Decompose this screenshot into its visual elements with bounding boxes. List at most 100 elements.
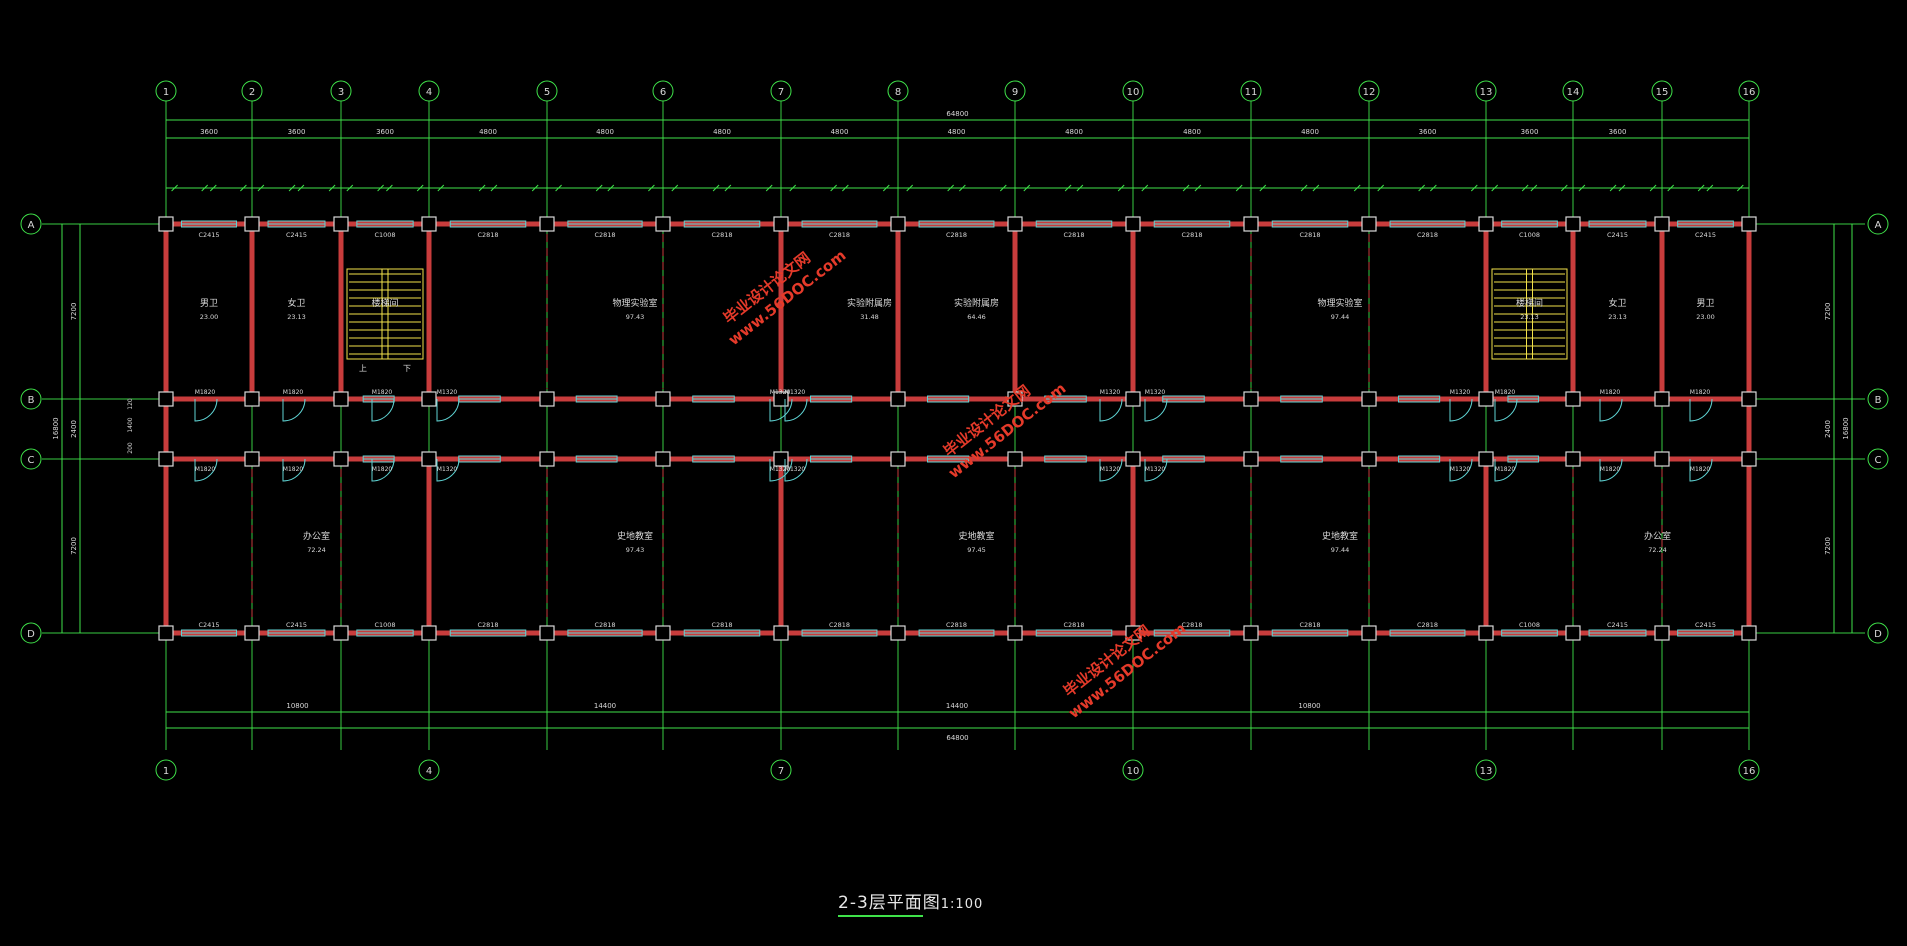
room-name: 物理实验室 xyxy=(1317,297,1362,309)
dim-bay-top: 4800 xyxy=(1183,128,1201,136)
axis-bubble-bottom-circle xyxy=(1738,759,1760,781)
dim-side-small: 120 xyxy=(127,398,134,410)
window-label-bottom: C2818 xyxy=(1063,621,1084,629)
dim-tick xyxy=(648,184,655,192)
axis-bubble-bottom-circle xyxy=(1122,759,1144,781)
axis-bubble-right-label: C xyxy=(1875,455,1882,466)
dim-side-part: 7200 xyxy=(70,303,78,321)
dim-side-total: 16800 xyxy=(1842,417,1850,439)
column xyxy=(773,451,789,467)
room-area: 64.46 xyxy=(967,313,986,321)
column xyxy=(1741,451,1757,467)
dim-tick xyxy=(1418,184,1426,192)
dim-tick xyxy=(671,184,679,192)
axis-bubble-right-circle xyxy=(1867,213,1889,235)
axis-bubble-bottom-label: 7 xyxy=(778,766,784,777)
axis-bubble-top-circle xyxy=(770,80,792,102)
dim-tick xyxy=(1312,184,1320,192)
door-c xyxy=(282,458,306,482)
stair-up-label: 上 xyxy=(359,364,367,373)
axis-bubble-top-label: 16 xyxy=(1743,87,1756,98)
column xyxy=(333,216,349,232)
dim-overall-top: 64800 xyxy=(946,110,968,118)
door-b xyxy=(1144,398,1168,422)
column xyxy=(1007,451,1023,467)
door-label-c: M1820 xyxy=(195,466,216,473)
room-area: 23.00 xyxy=(200,313,219,321)
axis-bubble-top-label: 14 xyxy=(1567,87,1580,98)
room-area: 23.00 xyxy=(1696,313,1715,321)
grid-axes xyxy=(42,100,1865,750)
window-label-bottom: C2818 xyxy=(1181,621,1202,629)
dim-bay-bottom: 14400 xyxy=(946,702,968,710)
walls xyxy=(163,221,1752,636)
dim-tick xyxy=(1697,184,1705,192)
axis-bubble-bottom-label: 4 xyxy=(426,766,432,777)
door-label-b: M1820 xyxy=(372,389,393,396)
room-name: 实验附属房 xyxy=(954,297,999,309)
column xyxy=(539,391,555,407)
door-b xyxy=(1599,398,1623,422)
dim-tick xyxy=(478,184,486,192)
dim-tick xyxy=(1194,184,1202,192)
column xyxy=(1125,625,1141,641)
door-c xyxy=(1599,458,1623,482)
column xyxy=(539,625,555,641)
axis-bubble-bottom-circle xyxy=(155,759,177,781)
dim-bay-top: 4800 xyxy=(1301,128,1319,136)
room-name: 办公室 xyxy=(303,530,330,542)
door-b xyxy=(371,398,395,422)
axis-bubble-bottom-label: 10 xyxy=(1127,766,1140,777)
column xyxy=(244,391,260,407)
window-label-bottom: C2818 xyxy=(829,621,850,629)
dim-bay-top: 4800 xyxy=(948,128,966,136)
door-label-c: M1820 xyxy=(1600,466,1621,473)
window-label-top: C2818 xyxy=(829,231,850,239)
drawing-scale: 1:100 xyxy=(940,897,984,912)
window-label-top: C2818 xyxy=(1417,231,1438,239)
dim-bay-top: 4800 xyxy=(596,128,614,136)
column xyxy=(1125,451,1141,467)
column xyxy=(1243,391,1259,407)
dim-tick xyxy=(1560,184,1568,192)
stair-left-well xyxy=(381,268,389,360)
door-label-b: M1820 xyxy=(283,389,304,396)
drawing-title-text: 2-3层平面图 xyxy=(838,893,941,913)
dim-tick xyxy=(1530,184,1538,192)
dim-tick xyxy=(789,184,797,192)
door-label-b: M1820 xyxy=(1690,389,1711,396)
axis-bubble-bottom-label: 16 xyxy=(1743,766,1756,777)
axis-bubble-top-label: 6 xyxy=(660,87,666,98)
column xyxy=(421,451,437,467)
column xyxy=(655,391,671,407)
window-label-bottom: C1008 xyxy=(374,621,395,629)
dim-tick xyxy=(1235,184,1243,192)
room-name: 女卫 xyxy=(1608,297,1626,309)
dim-tick xyxy=(947,184,955,192)
dim-tick xyxy=(531,184,539,192)
room-name: 史地教室 xyxy=(958,530,994,542)
column xyxy=(158,625,174,641)
dim-tick xyxy=(201,184,209,192)
axis-bubble-top-circle xyxy=(1122,80,1144,102)
axis-bubble-top-circle xyxy=(330,80,352,102)
dim-tick xyxy=(1609,184,1617,192)
column xyxy=(773,625,789,641)
door-b xyxy=(784,398,808,422)
door-label-c: M1320 xyxy=(1100,466,1121,473)
dim-tick xyxy=(1470,184,1478,192)
column xyxy=(1478,391,1494,407)
dim-bay-top: 3600 xyxy=(288,128,306,136)
room-name: 男卫 xyxy=(1696,298,1714,309)
axis-bubble-top-label: 8 xyxy=(895,87,901,98)
window-label-top: C2415 xyxy=(1607,231,1628,239)
door-b xyxy=(436,398,460,422)
dim-tick xyxy=(830,184,838,192)
window-label-top: C2818 xyxy=(946,231,967,239)
column xyxy=(1654,391,1670,407)
axis-bubble-top-label: 10 xyxy=(1127,87,1140,98)
room-area: 23.13 xyxy=(1608,313,1627,321)
column xyxy=(539,216,555,232)
dim-tick xyxy=(906,184,914,192)
room-name: 办公室 xyxy=(1644,530,1671,542)
